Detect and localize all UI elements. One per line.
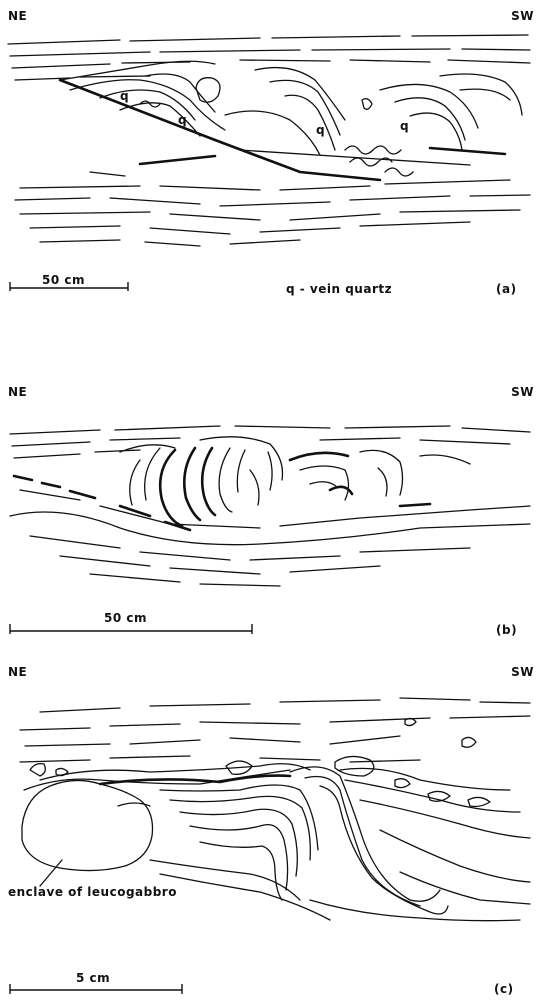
panel-b-sw-label: SW [511, 385, 534, 399]
enclave-label: enclave of leucogabbro [8, 885, 177, 899]
quartz-mark: q [178, 113, 187, 127]
quartz-mark: q [120, 89, 129, 103]
panel-c-ne-label: NE [8, 665, 27, 679]
panel-c-id: (c) [494, 982, 514, 996]
panel-b-scale-bar [10, 624, 252, 634]
enclave-leader-line [40, 860, 62, 886]
panel-b: NE SW [8, 385, 534, 637]
quartz-mark: q [400, 119, 409, 133]
panel-a: NE SW [8, 9, 534, 296]
panel-b-fold-drawing [10, 426, 530, 586]
panel-b-scale-label: 50 cm [104, 611, 147, 625]
panel-c: NE SW [8, 665, 534, 996]
panel-a-scale-label: 50 cm [42, 273, 85, 287]
panel-a-fold-drawing: q q q q [8, 35, 530, 246]
panel-c-scale-label: 5 cm [76, 971, 110, 985]
panel-a-ne-label: NE [8, 9, 27, 23]
panel-b-ne-label: NE [8, 385, 27, 399]
panel-c-sw-label: SW [511, 665, 534, 679]
panel-b-id: (b) [496, 623, 517, 637]
panel-a-sw-label: SW [511, 9, 534, 23]
quartz-mark: q [316, 123, 325, 137]
panel-a-legend: q - vein quartz [286, 282, 392, 296]
panel-c-scale-bar [10, 984, 182, 994]
panel-a-id: (a) [496, 282, 517, 296]
leucogabbro-enclave [22, 780, 153, 870]
